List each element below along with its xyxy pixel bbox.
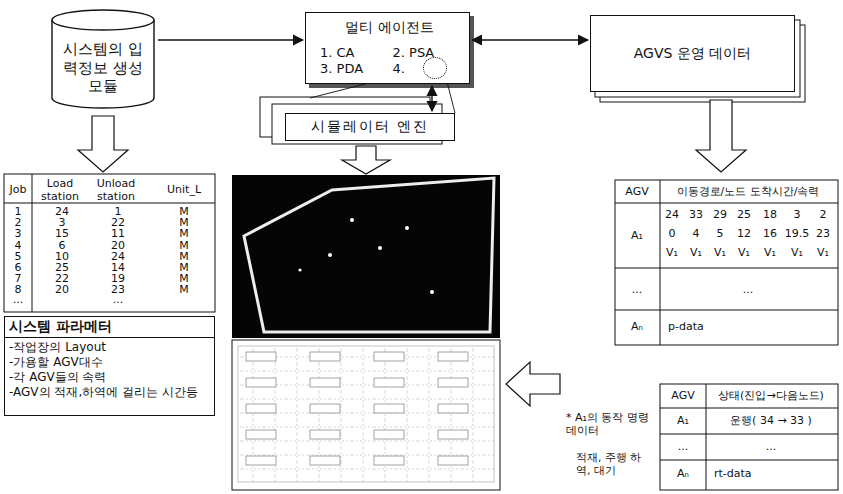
screen-cell xyxy=(310,378,340,387)
connector xyxy=(431,86,432,111)
screen-cell xyxy=(438,430,468,439)
table-cell: V₁ xyxy=(690,247,702,260)
job-table xyxy=(4,174,215,312)
table-cell: Unit_L xyxy=(167,184,201,197)
table-cell: 운행( 34 → 33 ) xyxy=(730,415,812,428)
node-text: 3. PDA xyxy=(320,61,387,77)
screen-cell xyxy=(374,378,404,387)
table-cell: 2 xyxy=(820,209,827,222)
table-cell: Load station xyxy=(38,178,82,203)
table-cell: 0 xyxy=(669,228,676,241)
table-cell: 이동경로/노드 도착시간/속력 xyxy=(677,186,820,199)
screen-cells xyxy=(246,352,468,465)
table-cell: p-data xyxy=(668,321,704,334)
screen-cell xyxy=(438,352,468,361)
screen-cell xyxy=(246,378,276,387)
table-cell: V₁ xyxy=(666,247,678,260)
node-title: 멀티 에이전트 xyxy=(320,19,459,37)
table-cell: 5 xyxy=(717,228,724,241)
screen-cell xyxy=(310,352,340,361)
database-node: 시스템의 입력정보 생성모듈 xyxy=(50,30,156,106)
status-table xyxy=(660,384,838,490)
table-cell: ... xyxy=(743,284,754,297)
table-cell: AGV xyxy=(625,186,648,199)
table-cell: rt-data xyxy=(714,468,752,481)
node-text: -AGV의 적재,하역에 걸리는 시간등 xyxy=(9,385,210,400)
table-cell: 18 xyxy=(763,209,777,222)
table-cell: * A₁의 동작 명령데이터 xyxy=(566,412,656,437)
screen-cell xyxy=(310,456,340,465)
table-cell: V₁ xyxy=(738,247,750,260)
table-cell: A₁ xyxy=(631,230,643,243)
table-cell: 25 xyxy=(737,209,751,222)
table-cell: 상태(진입→다음노드) xyxy=(718,390,824,403)
table-cell: 29 xyxy=(713,209,727,222)
table-cell: 33 xyxy=(689,209,703,222)
table-cell: ... xyxy=(766,441,777,454)
table-cell: V₁ xyxy=(817,247,829,260)
screen-cell xyxy=(374,404,404,413)
screen-cell xyxy=(438,456,468,465)
table-cell: AGV xyxy=(671,390,694,403)
engine-box: 시뮬레이터 엔진 xyxy=(285,113,455,141)
table-cell: V₁ xyxy=(791,247,803,260)
parameter-box: 시스템 파라메터 -작업장의 Layout-가용할 AGV대수-각 AGV들의 속… xyxy=(4,316,215,416)
agent-box: 멀티 에이전트 1. CA 2. PSA 3. PDA 4. xyxy=(305,12,470,84)
table-cell: 20 xyxy=(55,284,69,297)
table-cell: Aₙ xyxy=(677,468,689,481)
screen-cell xyxy=(374,352,404,361)
screen-cell xyxy=(374,430,404,439)
screen-cell xyxy=(246,352,276,361)
screen-cell xyxy=(246,404,276,413)
table-cell: 적재, 주행 하역, 대기 xyxy=(576,452,642,477)
node-title: AGVS 운영 데이터 xyxy=(634,45,752,63)
table-cell: 4 xyxy=(693,228,700,241)
data-box: AGVS 운영 데이터 xyxy=(590,15,795,92)
screen-cell xyxy=(246,456,276,465)
table-cell: 16 xyxy=(763,228,777,241)
node-title: 시스템 파라메터 xyxy=(5,317,214,338)
table-cell: 19.5 xyxy=(785,228,810,241)
focus-circle xyxy=(423,57,447,79)
connector xyxy=(472,39,588,40)
table-cell: ... xyxy=(632,284,643,297)
table-cell: 3 xyxy=(794,209,801,222)
table-cell: A₁ xyxy=(677,415,689,428)
screen-cell xyxy=(438,404,468,413)
table-cell: V₁ xyxy=(714,247,726,260)
screen-cell xyxy=(374,456,404,465)
node-text: -가용할 AGV대수 xyxy=(9,355,210,370)
table-cell: M xyxy=(179,284,189,297)
node-title: 시스템의 입력정보 생성모듈 xyxy=(60,40,146,96)
table-cell: Job xyxy=(10,184,27,197)
screen-cell xyxy=(438,378,468,387)
route-table xyxy=(615,180,838,345)
connector xyxy=(158,39,303,40)
screen-cell xyxy=(246,430,276,439)
simulation-screen xyxy=(232,175,500,490)
table-cell: Aₙ xyxy=(631,321,643,334)
table-cell: ... xyxy=(13,294,24,307)
table-cell: 23 xyxy=(816,228,830,241)
node-text: 2. PSA xyxy=(393,45,460,61)
node-text: 1. CA xyxy=(320,45,387,61)
node-text: 4. xyxy=(393,61,460,77)
screen-cell xyxy=(310,430,340,439)
table-cell: 24 xyxy=(665,209,679,222)
database-cylinder xyxy=(52,10,154,108)
table-cell: ... xyxy=(113,294,124,307)
node-text: -각 AGV들의 속력 xyxy=(9,370,210,385)
table-cell: 12 xyxy=(737,228,751,241)
screen-cell xyxy=(310,404,340,413)
table-cell: V₁ xyxy=(764,247,776,260)
node-text: -작업장의 Layout xyxy=(9,340,210,355)
node-title: 시뮬레이터 엔진 xyxy=(311,118,429,136)
table-cell: ... xyxy=(678,441,689,454)
table-cell: Unload station xyxy=(90,178,142,203)
